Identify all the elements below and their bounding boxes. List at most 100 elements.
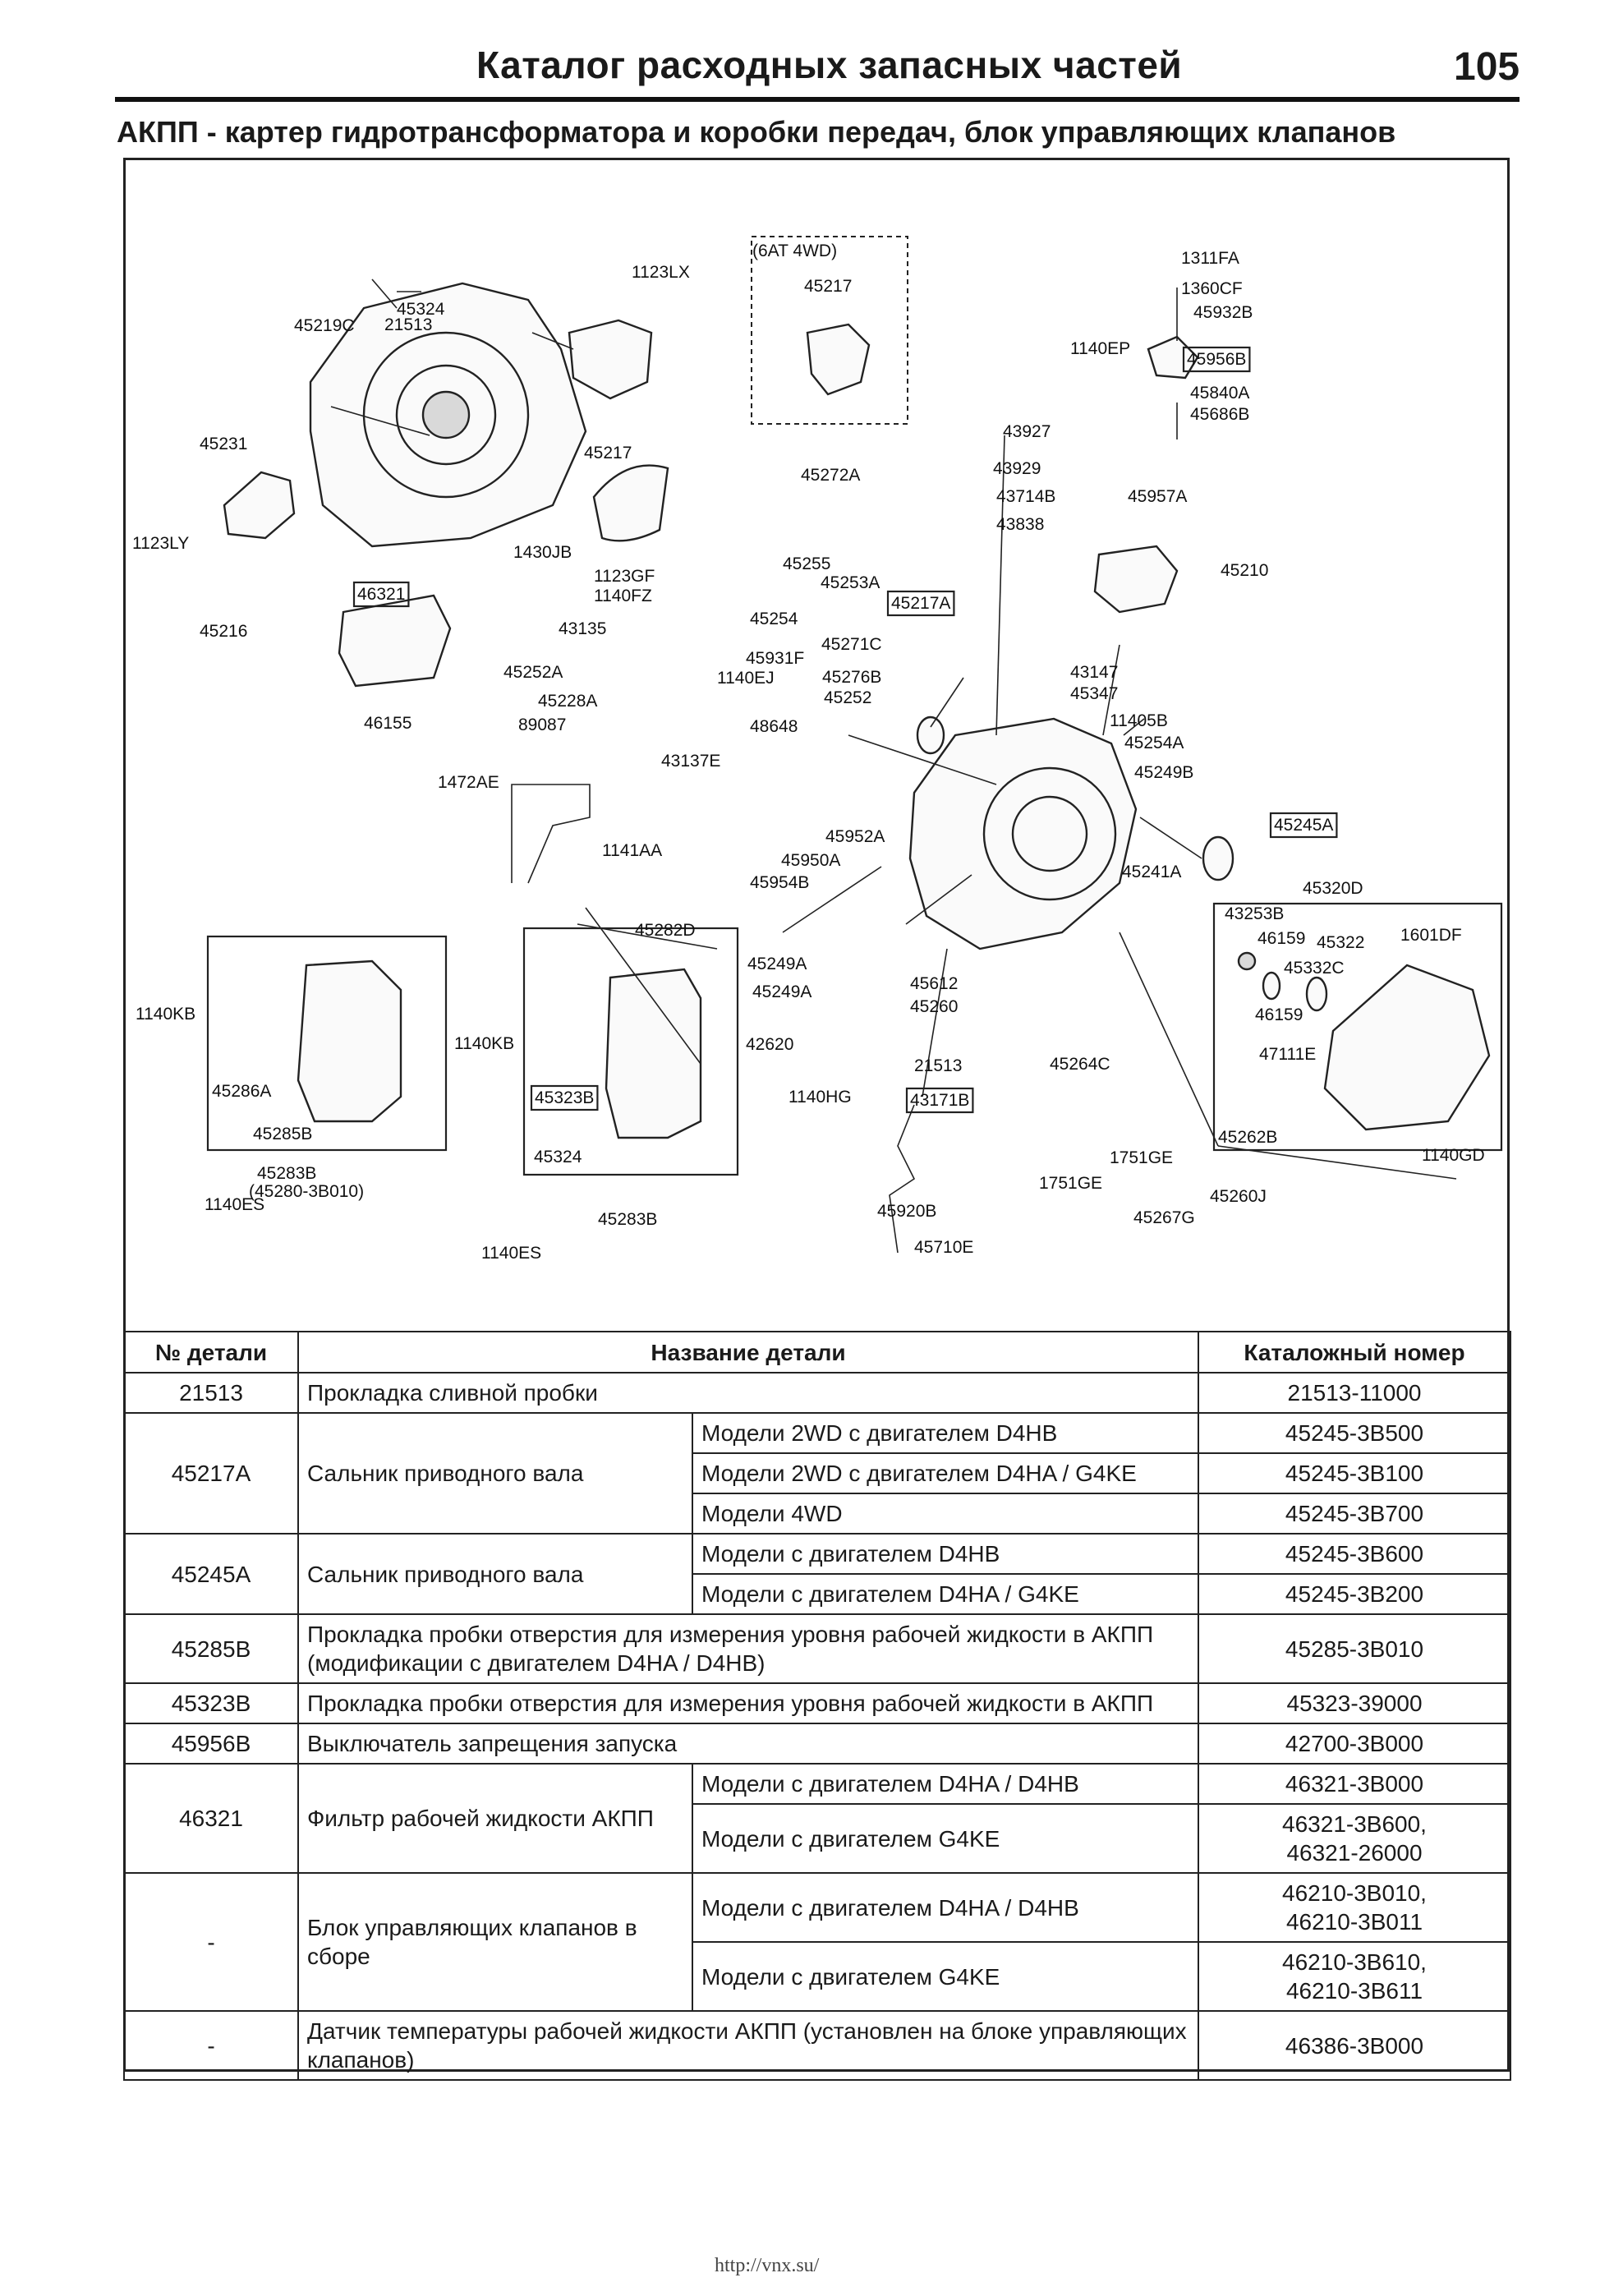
- catalog-number-cell: 46386-3B000: [1198, 2010, 1511, 2081]
- catalog-number-cell: 45245-3B600: [1198, 1533, 1511, 1575]
- model-variant-cell: Модели с двигателем D4HB: [692, 1533, 1199, 1575]
- part-label: 46155: [364, 714, 411, 733]
- part-label: 45217A: [891, 594, 950, 613]
- part-label: 43137E: [661, 752, 720, 771]
- seal-45332C: [1305, 976, 1328, 1012]
- part-label: 46159: [1255, 1005, 1303, 1024]
- transmission-case: [908, 717, 1138, 950]
- part-label: 1123GF: [594, 567, 655, 586]
- catalog-number-cell: 45245-3B100: [1198, 1452, 1511, 1494]
- part-label: 45320D: [1303, 879, 1363, 898]
- part-label-box: [1182, 346, 1251, 373]
- catalog-number-cell: 46210-3B010, 46210-3B011: [1198, 1872, 1511, 1943]
- catalog-number-cell: 46210-3B610, 46210-3B611: [1198, 1941, 1511, 2012]
- parts-table: № детали Название детали Каталожный номе…: [123, 1331, 1511, 2081]
- part-label: 45231: [200, 435, 247, 453]
- catalog-number-cell: 45245-3B500: [1198, 1412, 1511, 1454]
- part-label: 45245A: [1274, 816, 1333, 835]
- part-label: 45957A: [1128, 487, 1187, 506]
- part-label: 45347: [1070, 684, 1118, 703]
- box-valve-body-right: [522, 927, 739, 1176]
- part-label: 45253A: [821, 573, 880, 592]
- part-label: 1430JB: [513, 543, 572, 562]
- part-label: 1140ES: [481, 1244, 541, 1263]
- filter-46321: [338, 594, 452, 688]
- part-label: 21513: [384, 315, 432, 334]
- part-label: 45283B: [257, 1164, 316, 1183]
- model-variant-cell: Модели 2WD с двигателем D4HB: [692, 1412, 1199, 1454]
- model-variant-cell: Модели с двигателем G4KE: [692, 1803, 1199, 1874]
- torque-converter-housing: [309, 282, 587, 548]
- part-label: 1123LY: [132, 534, 189, 553]
- part-label: 45260: [910, 997, 958, 1016]
- part-label: 43253B: [1225, 904, 1284, 923]
- oring-46159: [1262, 971, 1281, 1001]
- catalog-number-cell: 46321-3B600, 46321-26000: [1198, 1803, 1511, 1874]
- part-number-cell: 46321: [123, 1763, 299, 1874]
- header-rule: [115, 97, 1520, 102]
- part-label: 1140ES: [205, 1195, 264, 1214]
- part-label: 45322: [1317, 933, 1364, 952]
- ring-43253B: [1237, 951, 1257, 971]
- part-label: 45612: [910, 974, 958, 993]
- seal-45217A: [916, 715, 945, 755]
- catalog-number-cell: 45245-3B200: [1198, 1573, 1511, 1615]
- part-number-cell: 21513: [123, 1372, 299, 1414]
- part-label: 45332C: [1284, 959, 1345, 978]
- header-catalog-number: Каталожный номер: [1198, 1331, 1511, 1373]
- part-label: 45216: [200, 622, 247, 641]
- part-label: 45686B: [1190, 405, 1249, 424]
- part-label: 1141AA: [602, 841, 662, 860]
- part-label: 45282D: [635, 921, 696, 940]
- part-number-cell: -: [123, 1872, 299, 2012]
- part-label: 47111E: [1259, 1045, 1316, 1064]
- part-label: 1123LX: [632, 263, 690, 282]
- part-label: 1311FA: [1181, 249, 1239, 268]
- part-label: 45264C: [1050, 1055, 1110, 1074]
- part-label: 1140FZ: [594, 587, 652, 605]
- part-label: 45276B: [822, 668, 881, 687]
- part-name-cell: Сальник приводного вала: [297, 1533, 693, 1615]
- catalog-number-cell: 42700-3B000: [1198, 1723, 1511, 1765]
- cover-43135: [592, 464, 669, 542]
- part-label: 45956B: [1187, 350, 1246, 369]
- part-label: 45249B: [1134, 763, 1193, 782]
- part-label: 45267G: [1133, 1208, 1195, 1227]
- valve-body-45283B: [605, 968, 702, 1139]
- part-number-cell: 45245A: [123, 1533, 299, 1615]
- part-label: 1472AE: [438, 773, 499, 792]
- catalog-number-cell: 46321-3B000: [1198, 1763, 1511, 1805]
- part-label: 45262B: [1218, 1128, 1277, 1147]
- part-label: 45272A: [801, 466, 860, 485]
- part-label: 45252A: [503, 663, 563, 682]
- bracket-45216: [223, 471, 296, 540]
- part-name-cell: Прокладка пробки отверстия для измерения…: [297, 1613, 1199, 1684]
- part-label: 45217: [584, 444, 632, 462]
- part-label: 45260J: [1210, 1187, 1267, 1206]
- footer-url: http://vnx.su/: [715, 2255, 820, 2276]
- part-label: 45254A: [1124, 734, 1184, 752]
- part-label: 45249A: [752, 982, 812, 1001]
- part-label: 45952A: [825, 827, 885, 846]
- bracket-45210: [1093, 545, 1179, 614]
- part-label: 43147: [1070, 663, 1118, 682]
- part-label: 43838: [996, 515, 1044, 534]
- box-45320D: [1212, 902, 1503, 1152]
- part-name-cell: Выключатель запрещения запуска: [297, 1723, 1199, 1765]
- part-label: 45255: [783, 554, 830, 573]
- catalog-number-cell: 45323-39000: [1198, 1682, 1511, 1724]
- part-label: 45920B: [877, 1202, 936, 1221]
- part-label: 45217: [804, 277, 852, 296]
- part-label: 45324: [397, 300, 445, 319]
- part-label: 42620: [746, 1035, 793, 1054]
- part-label: 45285B: [253, 1125, 312, 1143]
- box-valve-body-left: [206, 935, 448, 1152]
- part-label: 1140EP: [1070, 339, 1130, 358]
